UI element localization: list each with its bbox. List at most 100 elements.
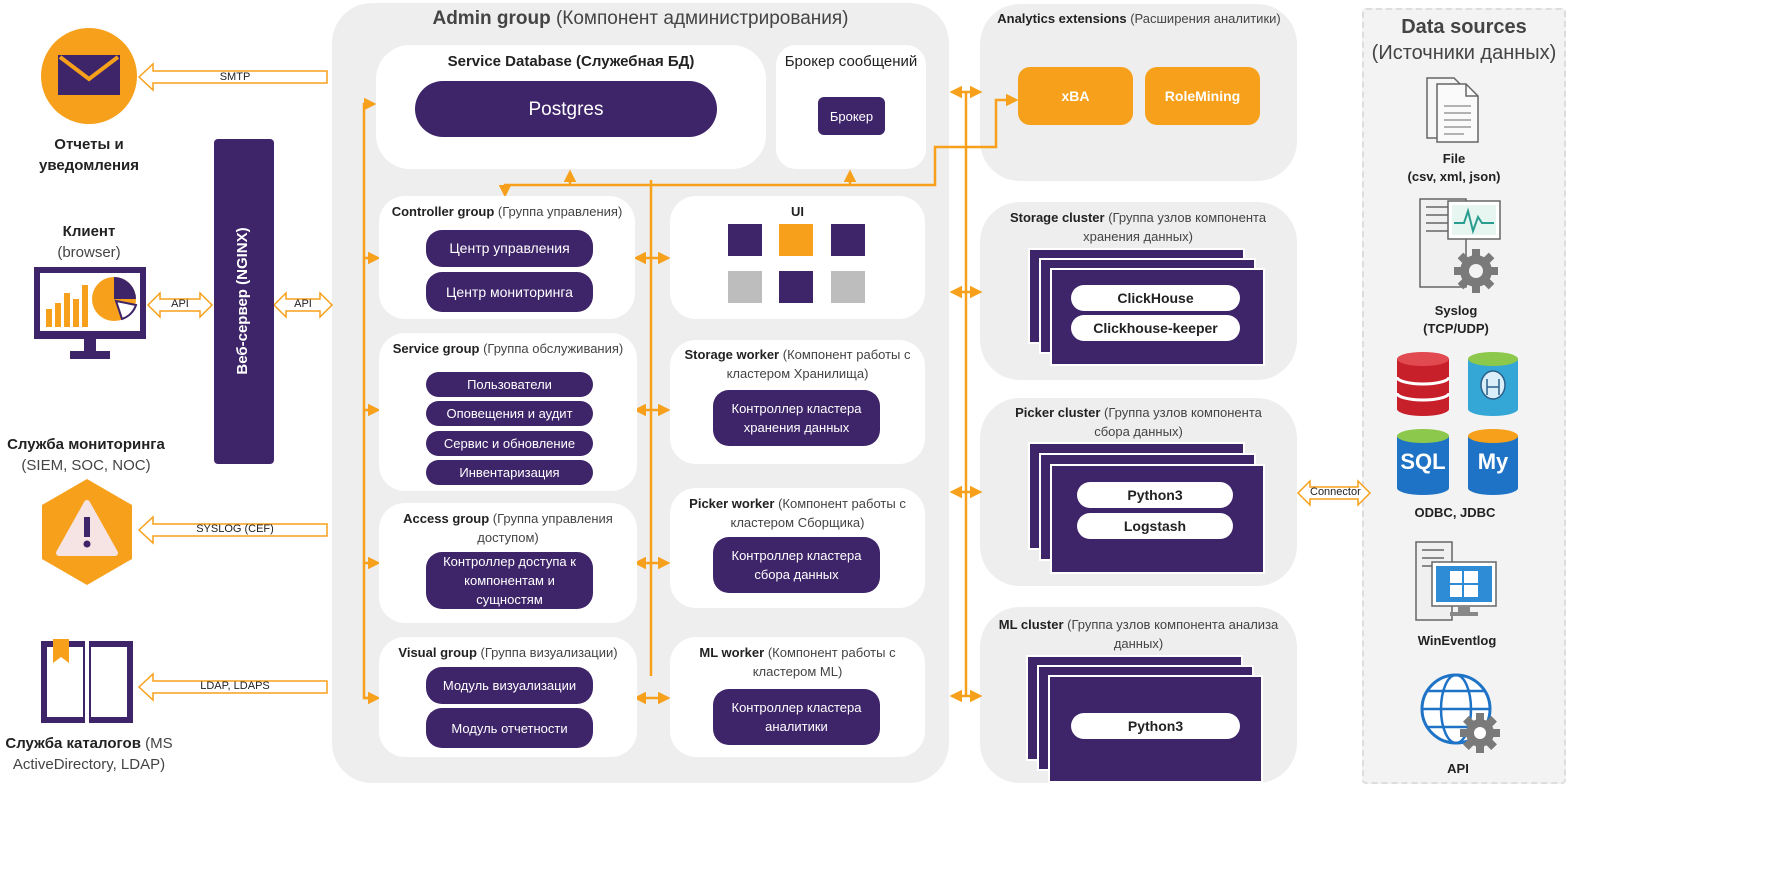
service-database-title: Service Database (Служебная БД) (447, 53, 695, 70)
monitor-dashboard-icon (34, 267, 146, 359)
monitoring-service-label-rest: (SIEM, SOC, NOC) (21, 457, 151, 474)
client-api-label: API (171, 298, 189, 310)
mysql-text: My (1477, 449, 1509, 474)
visual-group-title-bold: Visual group (398, 645, 477, 660)
ml-cluster-title-bold: ML cluster (998, 617, 1064, 632)
visual-group-title: Visual group (Группа визуализации) (379, 643, 637, 662)
users-node: Пользователи (426, 372, 593, 397)
access-group-title-rest: (Группа управления доступом) (477, 511, 613, 545)
storage-cluster-controller-node: Контроллер кластера хранения данных (713, 390, 880, 446)
storage-cluster-title: Storage cluster (Группа узлов компонента… (1004, 208, 1272, 246)
message-broker-title: Брокер сообщений (784, 53, 918, 70)
connector-arrow (1296, 479, 1372, 507)
web-api-label: API (294, 298, 312, 310)
postgresql-db-icon (1468, 352, 1518, 416)
syslog-server-icon (1419, 198, 1501, 293)
data-sources-title-main: Data sources (1401, 16, 1527, 38)
odbc-jdbc-label: ODBC, JDBC (1414, 505, 1496, 520)
file-label: File (csv, xml, json) (1380, 150, 1528, 186)
admin-group-title-bold: Admin group (432, 8, 551, 29)
controller-group-title-rest: (Группа управления) (497, 204, 623, 219)
web-server-bar (214, 139, 274, 464)
ui-square (728, 224, 762, 256)
file-name: File (1442, 151, 1466, 166)
storage-worker-title-rest: (Компонент работы с кластером Хранилища) (726, 347, 911, 381)
storage-worker-title-bold: Storage worker (684, 347, 780, 362)
picker-cluster-title-bold: Picker cluster (1015, 405, 1101, 420)
logstash-node: Logstash (1077, 513, 1233, 539)
storage-cluster-title-bold: Storage cluster (1009, 210, 1105, 225)
broker-node: Брокер (818, 97, 885, 135)
ui-square (728, 271, 762, 303)
ui-title: UI (791, 204, 804, 219)
client-api-arrow (146, 291, 214, 319)
inventory-node: Инвентаризация (426, 460, 593, 485)
admin-group-title-rest: (Компонент администрирования) (555, 8, 849, 29)
visual-group-title-rest: (Группа визуализации) (480, 645, 618, 660)
data-sources-title: Data sources (Источники данных) (1362, 14, 1566, 66)
syslog-cef-label: SYSLOG (CEF) (196, 523, 274, 535)
warning-icon (42, 479, 132, 585)
controller-group-title: Controller group (Группа управления) (379, 202, 635, 221)
service-update-node: Сервис и обновление (426, 431, 593, 456)
api-label: API (1447, 761, 1469, 776)
syslog-name: Syslog (1434, 303, 1478, 318)
catalog-service-label-bold: Служба каталогов (5, 735, 141, 752)
reporting-module-node: Модуль отчетности (426, 708, 593, 748)
monitoring-service-label-bold: Служба мониторинга (7, 436, 165, 453)
service-group-title-rest: (Группа обслуживания) (483, 341, 624, 356)
mysql-db-icon (1468, 429, 1518, 495)
ml-worker-title-rest: (Компонент работы с кластером ML) (752, 645, 896, 679)
postgres-node: Postgres (415, 81, 717, 137)
monitoring-center-node: Центр мониторинга (426, 272, 593, 312)
ml-worker-title-bold: ML worker (699, 645, 765, 660)
api-globe-icon (1420, 673, 1500, 753)
ui-square (831, 224, 865, 256)
ml-cluster-title: ML cluster (Группа узлов компонента анал… (996, 615, 1281, 653)
reports-label: Отчеты и уведомления (39, 136, 139, 174)
client-label-rest: (browser) (57, 244, 121, 261)
access-controller-node: Контроллер доступа к компонентам и сущно… (426, 552, 593, 609)
alerts-audit-node: Оповещения и аудит (426, 401, 593, 426)
service-group-title: Service group (Группа обслуживания) (379, 339, 637, 358)
connector-label: Connector (1310, 486, 1361, 498)
analytics-extensions-title-rest: (Расширения аналитики) (1130, 11, 1281, 26)
book-icon (41, 639, 133, 723)
ui-square (779, 224, 813, 256)
python3-ml-node: Python3 (1071, 713, 1240, 739)
catalog-service-label-rest: (MS ActiveDirectory, LDAP) (12, 735, 173, 773)
file-formats: (csv, xml, json) (1407, 169, 1501, 184)
clickhouse-node: ClickHouse (1071, 285, 1240, 311)
data-sources-subtitle: (Источники данных) (1371, 42, 1557, 64)
monitoring-service-label: Служба мониторинга (SIEM, SOC, NOC) (0, 434, 172, 476)
ui-square (779, 271, 813, 303)
clickhouse-keeper-node: Clickhouse-keeper (1071, 315, 1240, 341)
python3-picker-node: Python3 (1077, 482, 1233, 508)
web-api-arrow (272, 291, 334, 319)
picker-cluster-title-rest: (Группа узлов компонента сбора данных) (1094, 405, 1262, 439)
windows-server-icon (1415, 541, 1497, 621)
wineventlog-label: WinEventlog (1417, 633, 1497, 648)
controller-group-title-bold: Controller group (391, 204, 495, 219)
service-group-title-bold: Service group (392, 341, 480, 356)
control-center-node: Центр управления (426, 230, 593, 267)
analytics-extensions-title-bold: Analytics extensions (997, 11, 1127, 26)
access-group-title-bold: Access group (403, 511, 490, 526)
email-icon (41, 28, 137, 124)
smtp-arrow (137, 62, 328, 92)
visualization-module-node: Модуль визуализации (426, 667, 593, 704)
ml-worker-title: ML worker (Компонент работы с кластером … (682, 643, 913, 681)
picker-cluster-title: Picker cluster (Группа узлов компонента … (996, 403, 1281, 441)
syslog-proto: (TCP/UDP) (1423, 321, 1489, 336)
analytics-extensions-title: Analytics extensions (Расширения аналити… (994, 9, 1284, 28)
picker-worker-title-bold: Picker worker (689, 496, 775, 511)
access-group-title: Access group (Группа управления доступом… (395, 509, 621, 547)
analytics-cluster-controller-node: Контроллер кластера аналитики (713, 689, 880, 745)
client-label: Клиент (browser) (14, 221, 164, 263)
picker-worker-title-rest: (Компонент работы с кластером Сборщика) (730, 496, 906, 530)
storage-worker-title: Storage worker (Компонент работы с класт… (682, 345, 913, 383)
smtp-label: SMTP (219, 71, 251, 83)
ui-square (831, 271, 865, 303)
web-server-label: Веб-сервер (NGINX) (234, 227, 251, 375)
